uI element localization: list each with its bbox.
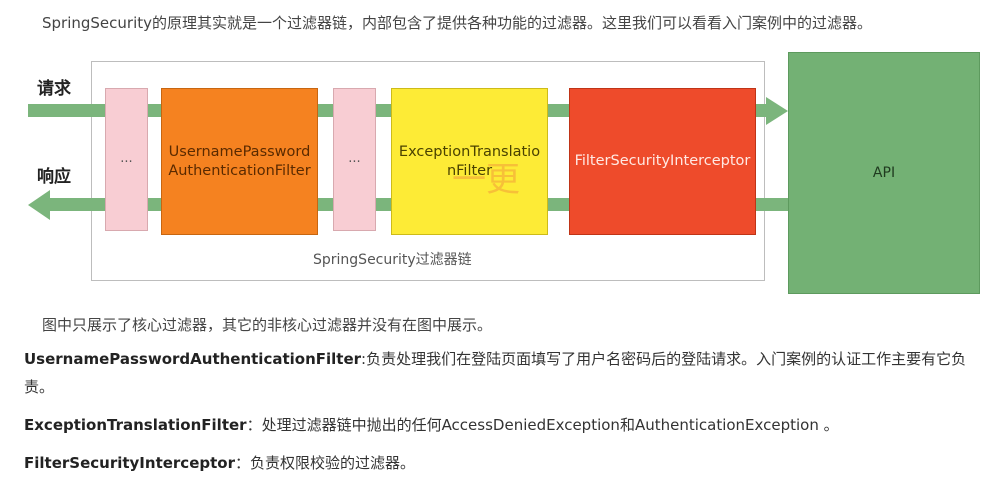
username-filter-line2: AuthenticationFilter (168, 162, 311, 179)
interceptor-label: FilterSecurityInterceptor (574, 153, 751, 170)
username-filter-description: UsernamePasswordAuthenticationFilter:负责处… (24, 346, 984, 402)
intro-text: SpringSecurity的原理其实就是一个过滤器链，内部包含了提供各种功能的… (42, 14, 873, 32)
exception-filter-line1: ExceptionTranslatio (398, 143, 541, 160)
interceptor-text: ：负责权限校验的过滤器。 (234, 454, 415, 472)
diagram-caption: 图中只展示了核心过滤器，其它的非核心过滤器并没有在图中展示。 (42, 316, 493, 334)
interceptor-description: FilterSecurityInterceptor：负责权限校验的过滤器。 (24, 450, 984, 478)
exception-filter-text: ：处理过滤器链中抛出的任何AccessDeniedException和Authe… (246, 416, 839, 434)
api-box: API (788, 52, 980, 294)
request-label: 请求 (37, 79, 71, 99)
username-filter-text: :负责处理我们在登陆页面填写了用户名密码后的登陆请求。入门案例的认证工作主要有它… (24, 350, 967, 396)
filter-security-interceptor-box: FilterSecurityInterceptor (569, 88, 756, 235)
username-filter-line1: UsernamePassword (168, 143, 311, 160)
request-arrow-head (766, 97, 788, 125)
dots-label: ... (348, 151, 361, 167)
filter-chain-label: SpringSecurity过滤器链 (313, 252, 472, 268)
exception-filter-term: ExceptionTranslationFilter (24, 416, 247, 434)
exception-filter-line2: nFilter (446, 162, 493, 179)
dots-label: ... (120, 151, 133, 167)
response-label: 响应 (37, 167, 71, 187)
watermark-text: 一更 (452, 160, 520, 200)
other-filters-box-2: ... (333, 88, 376, 231)
other-filters-box-1: ... (105, 88, 148, 231)
exception-filter-description: ExceptionTranslationFilter：处理过滤器链中抛出的任何A… (24, 412, 984, 440)
response-arrow-head (28, 190, 50, 220)
username-password-filter-box: UsernamePassword AuthenticationFilter (161, 88, 318, 235)
interceptor-term: FilterSecurityInterceptor (24, 454, 235, 472)
exception-translation-filter-box: ExceptionTranslatio nFilter (391, 88, 548, 235)
username-filter-term: UsernamePasswordAuthenticationFilter (24, 350, 362, 368)
api-label: API (872, 165, 896, 181)
